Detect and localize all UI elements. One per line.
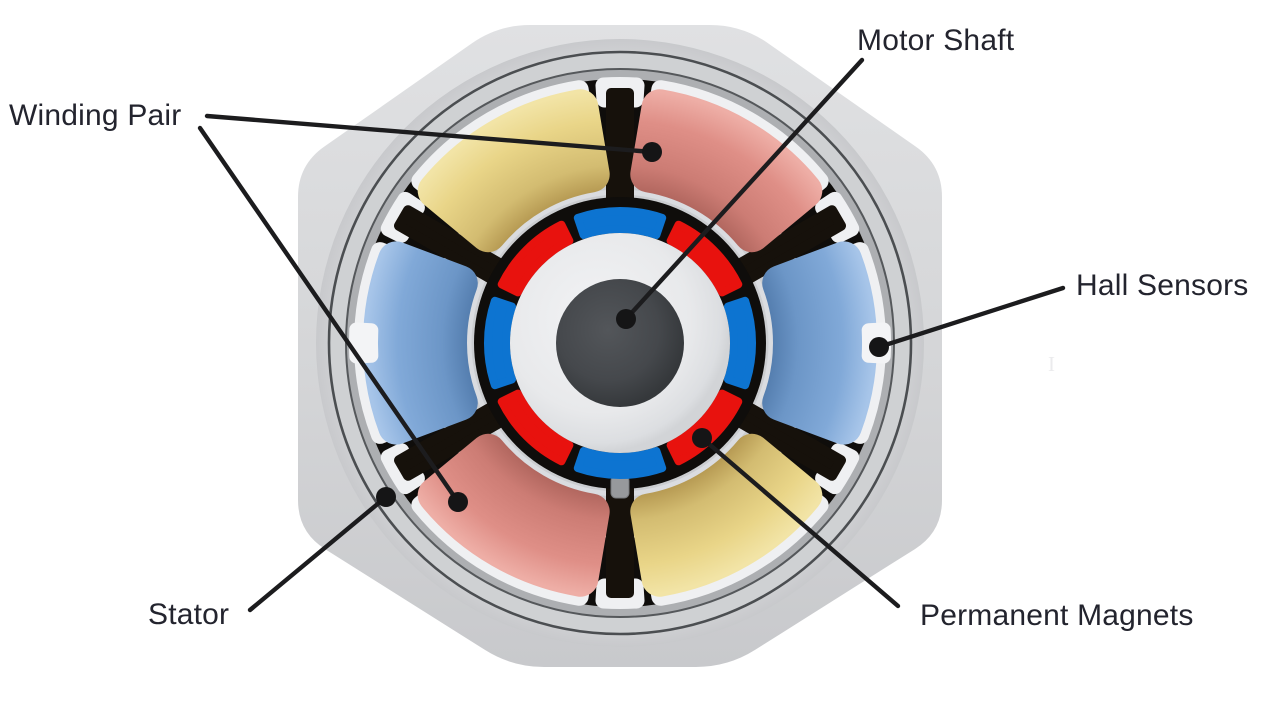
leader-dot-permanent-magnets xyxy=(692,428,712,448)
leader-line-hall-sensors xyxy=(876,285,1066,350)
winding-blue-right xyxy=(762,241,877,445)
winding-red-bottom-left xyxy=(417,433,610,597)
permanent-magnet-blue xyxy=(573,447,667,479)
leader-dot-winding-pair-b xyxy=(448,492,468,512)
label-hall-sensors: Hall Sensors xyxy=(1076,269,1249,302)
permanent-magnet-red xyxy=(497,389,574,466)
label-permanent-magnets: Permanent Magnets xyxy=(920,599,1194,632)
cursor-artifact: I xyxy=(1048,352,1055,376)
permanent-magnet-red xyxy=(666,389,743,466)
winding-blue-left xyxy=(363,241,478,445)
leader-line-winding-pair-b xyxy=(197,125,461,505)
label-stator: Stator xyxy=(148,598,230,631)
hall-sensor-tab-left xyxy=(348,322,379,364)
leader-line-motor-shaft xyxy=(623,57,865,322)
stator-tooth xyxy=(606,480,634,598)
rotor-pin xyxy=(610,475,630,499)
label-winding-pair: Winding Pair xyxy=(9,99,182,132)
permanent-magnet-red xyxy=(497,220,574,297)
permanent-magnet-blue xyxy=(573,207,667,239)
leader-line-winding-pair-a xyxy=(204,113,655,155)
winding-yellow-bottom-right xyxy=(630,433,823,597)
leader-line-stator xyxy=(247,494,389,613)
label-motor-shaft: Motor Shaft xyxy=(857,24,1015,57)
leader-dot-winding-pair-a xyxy=(642,142,662,162)
motor-shaft-circle xyxy=(556,279,684,407)
winding-yellow-top-left xyxy=(417,89,610,253)
permanent-magnet-red xyxy=(666,220,743,297)
leader-dot-stator xyxy=(376,487,396,507)
leader-dot-motor-shaft xyxy=(616,309,636,329)
permanent-magnet-blue xyxy=(484,296,516,390)
leader-dot-hall-sensors xyxy=(869,337,889,357)
permanent-magnet-blue xyxy=(724,296,756,390)
leader-line-permanent-magnets xyxy=(699,435,901,609)
winding-red-top-right xyxy=(630,89,823,253)
